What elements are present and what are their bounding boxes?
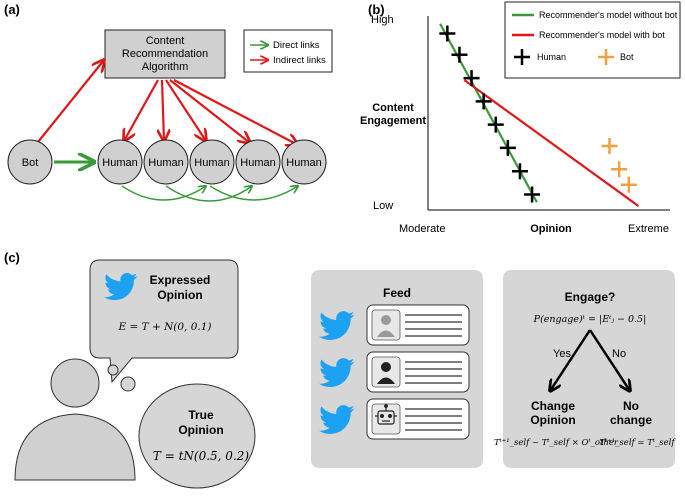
engage-yes-label: Yes — [553, 348, 571, 360]
algo-to-human-3-arrow — [165, 79, 206, 141]
human-point — [511, 163, 528, 180]
legend-a: Direct links Indirect links — [243, 29, 333, 73]
feed-items — [319, 304, 470, 440]
legend-no-bot-label: Recommender's model without bot — [539, 10, 678, 20]
legend-bot-swatch — [598, 49, 614, 65]
true-formula: T = tN(0.5, 0.2) — [153, 449, 249, 463]
algo-to-human-2-arrow — [162, 79, 164, 141]
y-axis-high-label: High — [371, 14, 394, 26]
algo-to-human-4-arrow — [169, 79, 250, 143]
expressed-opinion-bubble: Expressed Opinion E = T + N(0, 0.1) — [89, 259, 239, 384]
algorithm-label-line2: Recommendation — [122, 48, 208, 60]
robot-icon — [375, 404, 397, 425]
human-direct-links — [121, 186, 298, 202]
human-node — [235, 139, 281, 185]
human-link-2-4 — [165, 186, 252, 202]
chart-points — [439, 25, 637, 203]
indirect-link-arrows — [37, 60, 298, 145]
human-point — [451, 46, 468, 63]
human-link-1-3 — [121, 186, 206, 201]
recommender-algorithm-box: Content Recommendation Algorithm — [104, 29, 226, 79]
algo-to-human-5-arrow — [173, 79, 298, 145]
human-node — [189, 139, 235, 185]
bot-to-algorithm-arrow — [37, 60, 104, 143]
nochange-title-line1: No — [623, 399, 639, 413]
expressed-title-line2: Opinion — [157, 288, 202, 302]
human-link-3-5 — [209, 186, 298, 201]
human-node-label: Human — [286, 157, 321, 169]
y-axis-low-label: Low — [373, 200, 393, 212]
feed-item — [319, 351, 470, 393]
chart-axes — [427, 16, 670, 211]
user-avatar-icon — [381, 362, 391, 372]
human-node-label: Human — [194, 157, 229, 169]
bot-point — [601, 137, 618, 154]
nochange-title-line2: change — [610, 413, 652, 427]
human-node — [281, 139, 327, 185]
bot-node — [7, 139, 53, 185]
human-point — [487, 116, 504, 133]
legend-direct-label: Direct links — [273, 40, 320, 51]
human-point — [475, 93, 492, 110]
human-node — [97, 139, 143, 185]
panel-a-label: (a) — [4, 2, 20, 17]
engage-no-label: No — [612, 348, 626, 360]
person-icon — [14, 358, 136, 481]
feed-title: Feed — [383, 286, 411, 300]
human-point — [524, 186, 541, 203]
true-title-line2: Opinion — [178, 423, 223, 437]
human-node — [143, 139, 189, 185]
bot-point — [611, 161, 628, 178]
true-title-line1: True — [188, 408, 214, 422]
engage-formula: P(engage)ᵗ = |Eᵗⱼ − 0.5| — [533, 314, 647, 325]
feed-item — [319, 304, 470, 346]
bot-point — [620, 176, 637, 193]
algorithm-label-line3: Algorithm — [142, 61, 188, 73]
engage-title: Engage? — [565, 290, 616, 304]
panel-c-label: (c) — [4, 250, 20, 265]
thought-bubble-dots — [107, 364, 136, 392]
model-with-bot-line — [463, 79, 640, 208]
change-title-line1: Change — [531, 399, 575, 413]
algorithm-label-line1: Content — [146, 35, 185, 47]
user-avatar-icon — [381, 315, 391, 325]
engage-panel: Engage? P(engage)ᵗ = |Eᵗⱼ − 0.5| Yes No … — [494, 270, 676, 468]
human-point — [439, 25, 456, 42]
algo-to-human-1-arrow — [124, 79, 159, 141]
x-axis-right-label: Extreme — [628, 223, 669, 235]
human-point — [463, 70, 480, 87]
expressed-title-line1: Expressed — [150, 273, 211, 287]
y-axis-title-line1: Content — [372, 102, 414, 114]
legend-indirect-label: Indirect links — [273, 55, 326, 66]
engage-no-arrow — [588, 329, 630, 391]
expressed-formula: E = T + N(0, 0.1) — [117, 321, 211, 333]
human-point — [499, 139, 516, 156]
human-node-label: Human — [102, 157, 137, 169]
legend-with-bot-label: Recommender's model with bot — [539, 30, 665, 40]
change-formula: Tᵗ⁺¹_self ~ Tᵗ_self × Oᵗ_other — [494, 438, 619, 448]
bot-node-label: Bot — [22, 157, 39, 169]
x-axis-title: Opinion — [530, 223, 572, 235]
legend-human-label: Human — [537, 52, 566, 62]
human-node-label: Human — [240, 157, 275, 169]
human-node-label: Human — [148, 157, 183, 169]
panel-b-label: (b) — [368, 2, 385, 17]
human-nodes: Human Human Human Human Human — [97, 139, 327, 185]
nochange-formula: Tᵗ⁺¹_self = Tᵗ_self — [600, 438, 677, 448]
engage-yes-arrow — [550, 329, 592, 391]
true-opinion-bubble: True Opinion T = tN(0.5, 0.2) — [138, 383, 256, 489]
legend-human-swatch — [514, 49, 530, 65]
x-axis-left-label: Moderate — [399, 223, 445, 235]
legend-bot-label: Bot — [620, 52, 634, 62]
legend-b: Recommender's model without bot Recommen… — [504, 1, 681, 79]
change-title-line2: Opinion — [530, 413, 575, 427]
feed-item — [319, 398, 470, 440]
y-axis-title-line2: Engagement — [360, 115, 426, 127]
